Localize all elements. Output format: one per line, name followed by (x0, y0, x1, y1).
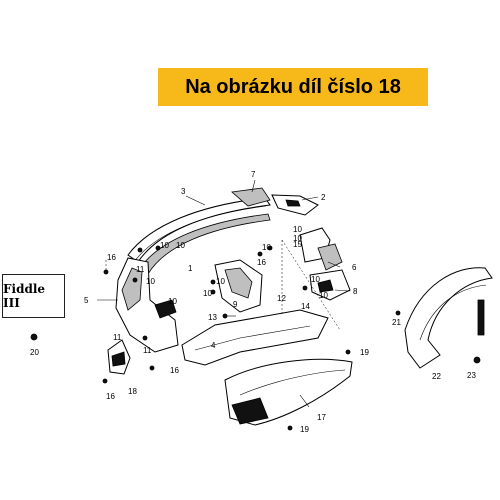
callout-10-i: 10 (293, 234, 302, 243)
callout-11-b: 11 (143, 346, 152, 355)
callout-14: 14 (301, 302, 310, 311)
callout-16-d: 16 (106, 392, 115, 401)
callout-1: 1 (188, 264, 193, 273)
callout-11-a: 11 (136, 265, 145, 274)
callout-10-c: 10 (146, 277, 155, 286)
part-front-cover (127, 197, 271, 275)
part-center-duct (214, 259, 263, 313)
callout-10-b: 10 (176, 241, 185, 250)
callout-16-a: 16 (107, 253, 116, 262)
part-floor-panel (181, 309, 329, 366)
part-inner-panel-left (115, 257, 179, 353)
callout-11-c: 11 (113, 333, 122, 342)
callout-4: 4 (211, 341, 216, 350)
callout-17: 17 (317, 413, 326, 422)
callout-10-f: 10 (203, 289, 212, 298)
callout-23: 23 (467, 371, 476, 380)
callout-10-a: 10 (160, 241, 169, 250)
callout-16-b: 16 (257, 258, 266, 267)
callout-12: 12 (277, 294, 286, 303)
callout-10-j: 10 (311, 275, 320, 284)
callout-20: 20 (30, 348, 39, 357)
part-top-covers (231, 187, 319, 216)
callout-10-e: 10 (216, 277, 225, 286)
callout-16-c: 16 (170, 366, 179, 375)
callout-21: 21 (392, 318, 401, 327)
callout-19-a: 19 (360, 348, 369, 357)
part-18-trim (107, 339, 131, 375)
callout-15: 15 (293, 240, 302, 249)
callout-6: 6 (352, 263, 357, 272)
part-right-side-pieces (299, 227, 351, 301)
callout-10-h: 10 (293, 225, 302, 234)
callout-9: 9 (233, 300, 238, 309)
callout-labels: 3 7 2 1 5 6 8 9 15 12 13 14 4 10 10 10 1… (30, 170, 476, 434)
callout-22: 22 (432, 372, 441, 381)
callout-10-k: 10 (319, 291, 328, 300)
callout-19-b: 19 (300, 425, 309, 434)
callout-18: 18 (128, 387, 137, 396)
callout-10-d: 10 (168, 297, 177, 306)
leader-lines (97, 179, 351, 408)
callout-7: 7 (251, 170, 256, 179)
part-17-floor-mat (224, 358, 353, 426)
callout-8: 8 (353, 287, 358, 296)
highlight-banner: Na obrázku díl číslo 18 (158, 68, 428, 106)
callout-2: 2 (321, 193, 326, 202)
callout-5: 5 (84, 296, 89, 305)
callout-3: 3 (181, 187, 186, 196)
fastener-markers (30, 245, 481, 431)
callout-10-g: 10 (262, 243, 271, 252)
callout-13: 13 (208, 313, 217, 322)
model-label-box: Fiddle III (2, 274, 65, 318)
part-rear-fender (404, 267, 493, 369)
